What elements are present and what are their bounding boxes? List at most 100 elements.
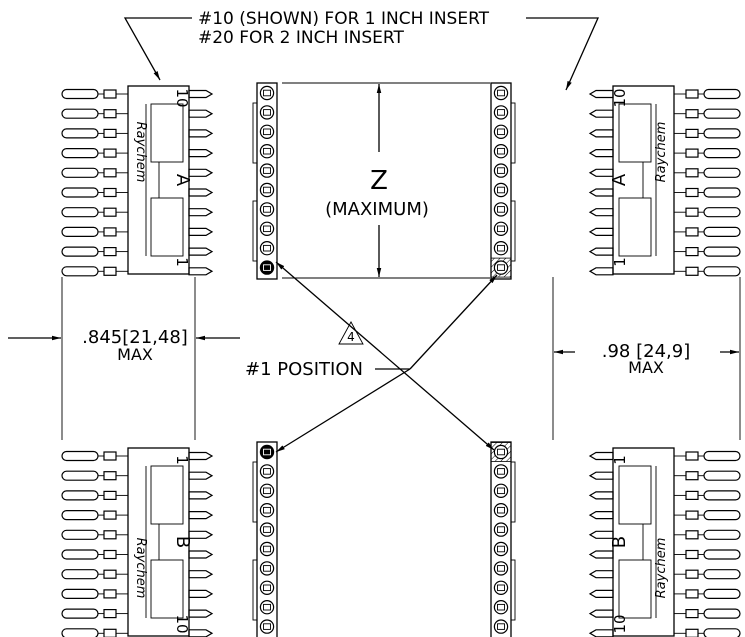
pin-10-label: 10: [611, 88, 629, 107]
wire-contact-1: [703, 450, 741, 462]
position-1-label: #1 POSITION: [245, 359, 363, 380]
insert-letter: A: [609, 173, 630, 186]
terminal-tab-2: [588, 109, 614, 118]
contact-4: [493, 143, 509, 159]
wire-contact-1: [61, 450, 99, 462]
contact-1: [259, 85, 275, 101]
contact-barrel-5: [685, 530, 699, 540]
contact-slot-3: [263, 128, 271, 136]
contact-slot-6: [497, 545, 505, 553]
contact-slot-10: [497, 623, 505, 630]
wire-contact-4: [61, 147, 99, 159]
contact-7: [259, 202, 275, 217]
contact-slot-6: [263, 545, 271, 553]
terminal-tab-2: [188, 109, 214, 118]
wire-contact-1: [61, 88, 99, 100]
position-1-callout: 4 #1 POSITION: [245, 261, 498, 453]
terminal-tab-10: [188, 629, 214, 637]
contact-5: [259, 522, 275, 537]
wire-contact-4: [703, 509, 741, 521]
contact-4: [493, 503, 509, 518]
contact-6: [493, 541, 509, 557]
contact-6: [259, 541, 275, 557]
strip-tab-upper: [510, 102, 516, 164]
contact-3: [259, 124, 275, 140]
terminal-tab-2: [188, 471, 214, 480]
strip-tab-lower: [252, 200, 258, 262]
terminal-tab-6: [588, 188, 614, 197]
wire-contact-7: [61, 207, 99, 218]
contact-barrel-2: [103, 471, 117, 481]
terminal-tab-8: [588, 227, 614, 236]
terminal-tab-7: [588, 208, 614, 217]
wire-contact-8: [703, 588, 741, 599]
contact-slot-1: [263, 448, 271, 456]
contact-slot-9: [497, 244, 505, 252]
contact-slot-1: [263, 89, 271, 97]
terminal-tab-7: [188, 208, 214, 217]
contact-slot-2: [497, 468, 505, 475]
wire-contact-4: [61, 509, 99, 521]
dimension-left: .845[21,48] MAX: [8, 277, 240, 440]
pin-1-label: 1: [611, 257, 629, 267]
insert-size-callout: #10 (SHOWN) FOR 1 INCH INSERT #20 FOR 2 …: [123, 9, 600, 91]
strip-body: [256, 82, 278, 280]
contact-4: [259, 143, 275, 159]
contact-barrel-5: [103, 168, 117, 178]
terminal-tab-3: [588, 491, 614, 500]
terminal-tab-10: [188, 267, 214, 276]
contact-slot-8: [263, 584, 271, 592]
wire-contact-9: [61, 608, 99, 619]
contact-barrel-2: [103, 109, 117, 119]
body-recess-upper: [618, 103, 652, 163]
contact-2: [259, 105, 275, 120]
contact-barrel-4: [103, 148, 117, 158]
dimension-right-value: .98 [24,9]: [602, 341, 690, 362]
contact-barrel-3: [103, 490, 117, 501]
contact-7: [493, 561, 509, 576]
terminal-tab-9: [188, 247, 214, 256]
contact-barrel-5: [685, 168, 699, 178]
contact-slot-3: [497, 128, 505, 136]
contact-barrel-7: [685, 569, 699, 579]
contact-barrel-10: [685, 266, 699, 276]
contact-slot-7: [263, 565, 271, 572]
terminal-tab-10: [588, 629, 614, 637]
dimension-left-note: MAX: [117, 345, 153, 364]
contact-barrel-8: [685, 227, 699, 237]
contact-barrel-5: [103, 530, 117, 540]
contact-10: [493, 260, 509, 275]
contact-9: [493, 600, 509, 615]
strip-tab-lower: [510, 559, 516, 621]
contact-barrel-4: [103, 510, 117, 520]
brand-label: Raychem: [133, 538, 148, 599]
contact-barrel-6: [103, 187, 117, 198]
pin-1-label: 1: [173, 257, 191, 267]
contact-barrel-7: [685, 207, 699, 217]
wire-contact-6: [703, 549, 741, 560]
insert-body: [612, 85, 675, 275]
wire-contact-5: [61, 167, 99, 178]
contact-9: [493, 240, 509, 256]
wire-contact-7: [703, 569, 741, 580]
dimension-left-value: .845[21,48]: [82, 327, 188, 348]
wire-contact-8: [61, 588, 99, 599]
contact-slot-7: [263, 206, 271, 213]
contact-slot-7: [497, 206, 505, 213]
wire-contact-2: [61, 470, 99, 481]
contact-barrel-4: [685, 510, 699, 520]
contact-3: [493, 483, 509, 498]
insert-b-terminal-strip-left: [252, 441, 278, 637]
body-recess-upper: [618, 465, 652, 525]
insert-b-terminal-strip-right: [490, 441, 516, 637]
contact-barrel-8: [103, 227, 117, 237]
contact-slot-4: [497, 506, 505, 514]
terminal-tab-1: [588, 451, 614, 461]
contact-10: [259, 260, 275, 275]
strip-body: [490, 441, 512, 637]
terminal-tab-8: [188, 227, 214, 236]
contact-slot-3: [263, 487, 271, 495]
contact-barrel-7: [103, 569, 117, 579]
contact-barrel-10: [103, 266, 117, 276]
strip-tab-lower: [510, 200, 516, 262]
